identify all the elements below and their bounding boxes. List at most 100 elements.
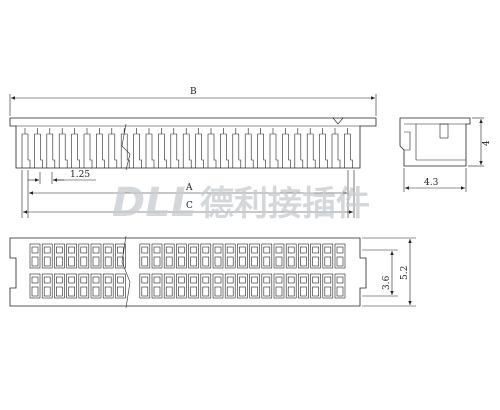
contact-cell xyxy=(322,243,334,269)
dimension-a: A xyxy=(27,170,349,218)
dimension-body-width: 5.2 xyxy=(362,237,416,307)
contact-cell xyxy=(261,243,273,269)
dimension-side-height-label: 4 xyxy=(482,140,492,146)
contact-slot xyxy=(220,128,229,168)
contact-cell xyxy=(334,273,346,299)
contact-cell xyxy=(285,243,297,269)
contact-slot xyxy=(46,128,56,168)
contact-slot xyxy=(58,128,68,168)
contact-cell xyxy=(261,273,273,299)
dimension-side-depth: 4.3 xyxy=(403,168,467,192)
dimension-b: B xyxy=(9,87,377,116)
contact-cell xyxy=(176,243,187,269)
dimension-pitch-label: 1.25 xyxy=(70,170,90,180)
contact-cell xyxy=(78,273,90,299)
contact-slot xyxy=(71,128,80,168)
contact-cell xyxy=(139,243,151,269)
dimension-side-depth-label: 4.3 xyxy=(424,178,439,188)
contact-cell xyxy=(298,273,309,299)
dimension-row-spacing-label: 3.6 xyxy=(382,275,392,290)
contact-cell xyxy=(224,243,236,269)
contact-cell xyxy=(54,243,65,269)
contact-cell xyxy=(285,273,297,299)
bottom-view xyxy=(9,235,367,309)
contact-cell xyxy=(237,273,248,299)
contact-slot xyxy=(83,128,93,168)
contact-slot xyxy=(195,128,204,168)
contact-cell xyxy=(54,273,65,299)
contact-cell xyxy=(212,243,224,269)
contact-cell xyxy=(66,273,77,299)
contact-slot xyxy=(232,128,242,168)
contact-cell xyxy=(188,273,199,299)
contact-cell xyxy=(115,273,126,299)
contact-slot xyxy=(34,128,43,168)
contact-cell xyxy=(41,243,53,269)
contact-cell xyxy=(90,243,102,269)
contact-slot xyxy=(344,128,353,168)
contact-cell xyxy=(249,273,260,299)
contact-slot xyxy=(120,128,130,168)
contact-slot xyxy=(294,128,304,168)
contact-cell xyxy=(176,273,187,299)
dimension-pitch: 1.25 xyxy=(28,170,96,184)
contact-slot xyxy=(96,128,105,168)
contact-slot xyxy=(269,128,279,168)
contact-cell xyxy=(310,273,321,299)
contact-slot xyxy=(306,128,316,168)
contact-cell xyxy=(249,243,260,269)
contact-cell xyxy=(90,273,102,299)
watermark-company: 德利接插件 xyxy=(200,184,370,224)
contact-cell xyxy=(151,243,163,269)
contact-cell xyxy=(115,243,126,269)
contact-slot xyxy=(145,128,155,168)
dimension-side-height: 4 xyxy=(468,117,492,167)
dimension-a-label: A xyxy=(185,183,193,193)
contact-cell xyxy=(151,273,163,299)
contact-cell xyxy=(163,273,175,299)
watermark-brand: DLL xyxy=(112,180,196,226)
contact-slot xyxy=(170,128,180,168)
contact-cell xyxy=(102,243,114,269)
contact-cell xyxy=(273,273,285,299)
front-view xyxy=(9,117,377,171)
contact-slot xyxy=(207,128,217,168)
dimension-c: C xyxy=(21,170,355,218)
contact-slot xyxy=(319,128,328,168)
side-view xyxy=(399,117,471,167)
contact-cell xyxy=(273,243,285,269)
contact-slot xyxy=(182,128,192,168)
contact-slot xyxy=(158,128,167,168)
contact-cell xyxy=(322,273,334,299)
contact-cell xyxy=(237,243,248,269)
contact-slot xyxy=(331,128,341,168)
bottom-view-contacts xyxy=(29,243,346,299)
contact-cell xyxy=(334,243,346,269)
contact-slot xyxy=(108,128,118,168)
contact-cell xyxy=(188,243,199,269)
contact-cell xyxy=(200,273,212,299)
contact-slot xyxy=(21,128,31,168)
contact-slot xyxy=(133,128,142,168)
dimension-body-width-label: 5.2 xyxy=(400,266,410,280)
contact-cell xyxy=(224,273,236,299)
contact-cell xyxy=(29,243,41,269)
dimension-row-spacing: 3.6 xyxy=(362,249,398,297)
dimension-c-label: C xyxy=(186,201,193,211)
contact-cell xyxy=(163,243,175,269)
contact-cell xyxy=(29,273,41,299)
contact-cell xyxy=(212,273,224,299)
contact-slot xyxy=(244,128,254,168)
watermark: DLL 德利接插件 xyxy=(112,180,370,226)
contact-cell xyxy=(200,243,212,269)
contact-cell xyxy=(310,243,321,269)
front-view-contacts xyxy=(21,128,353,168)
contact-cell xyxy=(41,273,53,299)
contact-cell xyxy=(298,243,309,269)
dimension-b-label: B xyxy=(190,87,197,97)
contact-cell xyxy=(66,243,77,269)
contact-cell xyxy=(102,273,114,299)
contact-cell xyxy=(139,273,151,299)
contact-cell xyxy=(78,243,90,269)
